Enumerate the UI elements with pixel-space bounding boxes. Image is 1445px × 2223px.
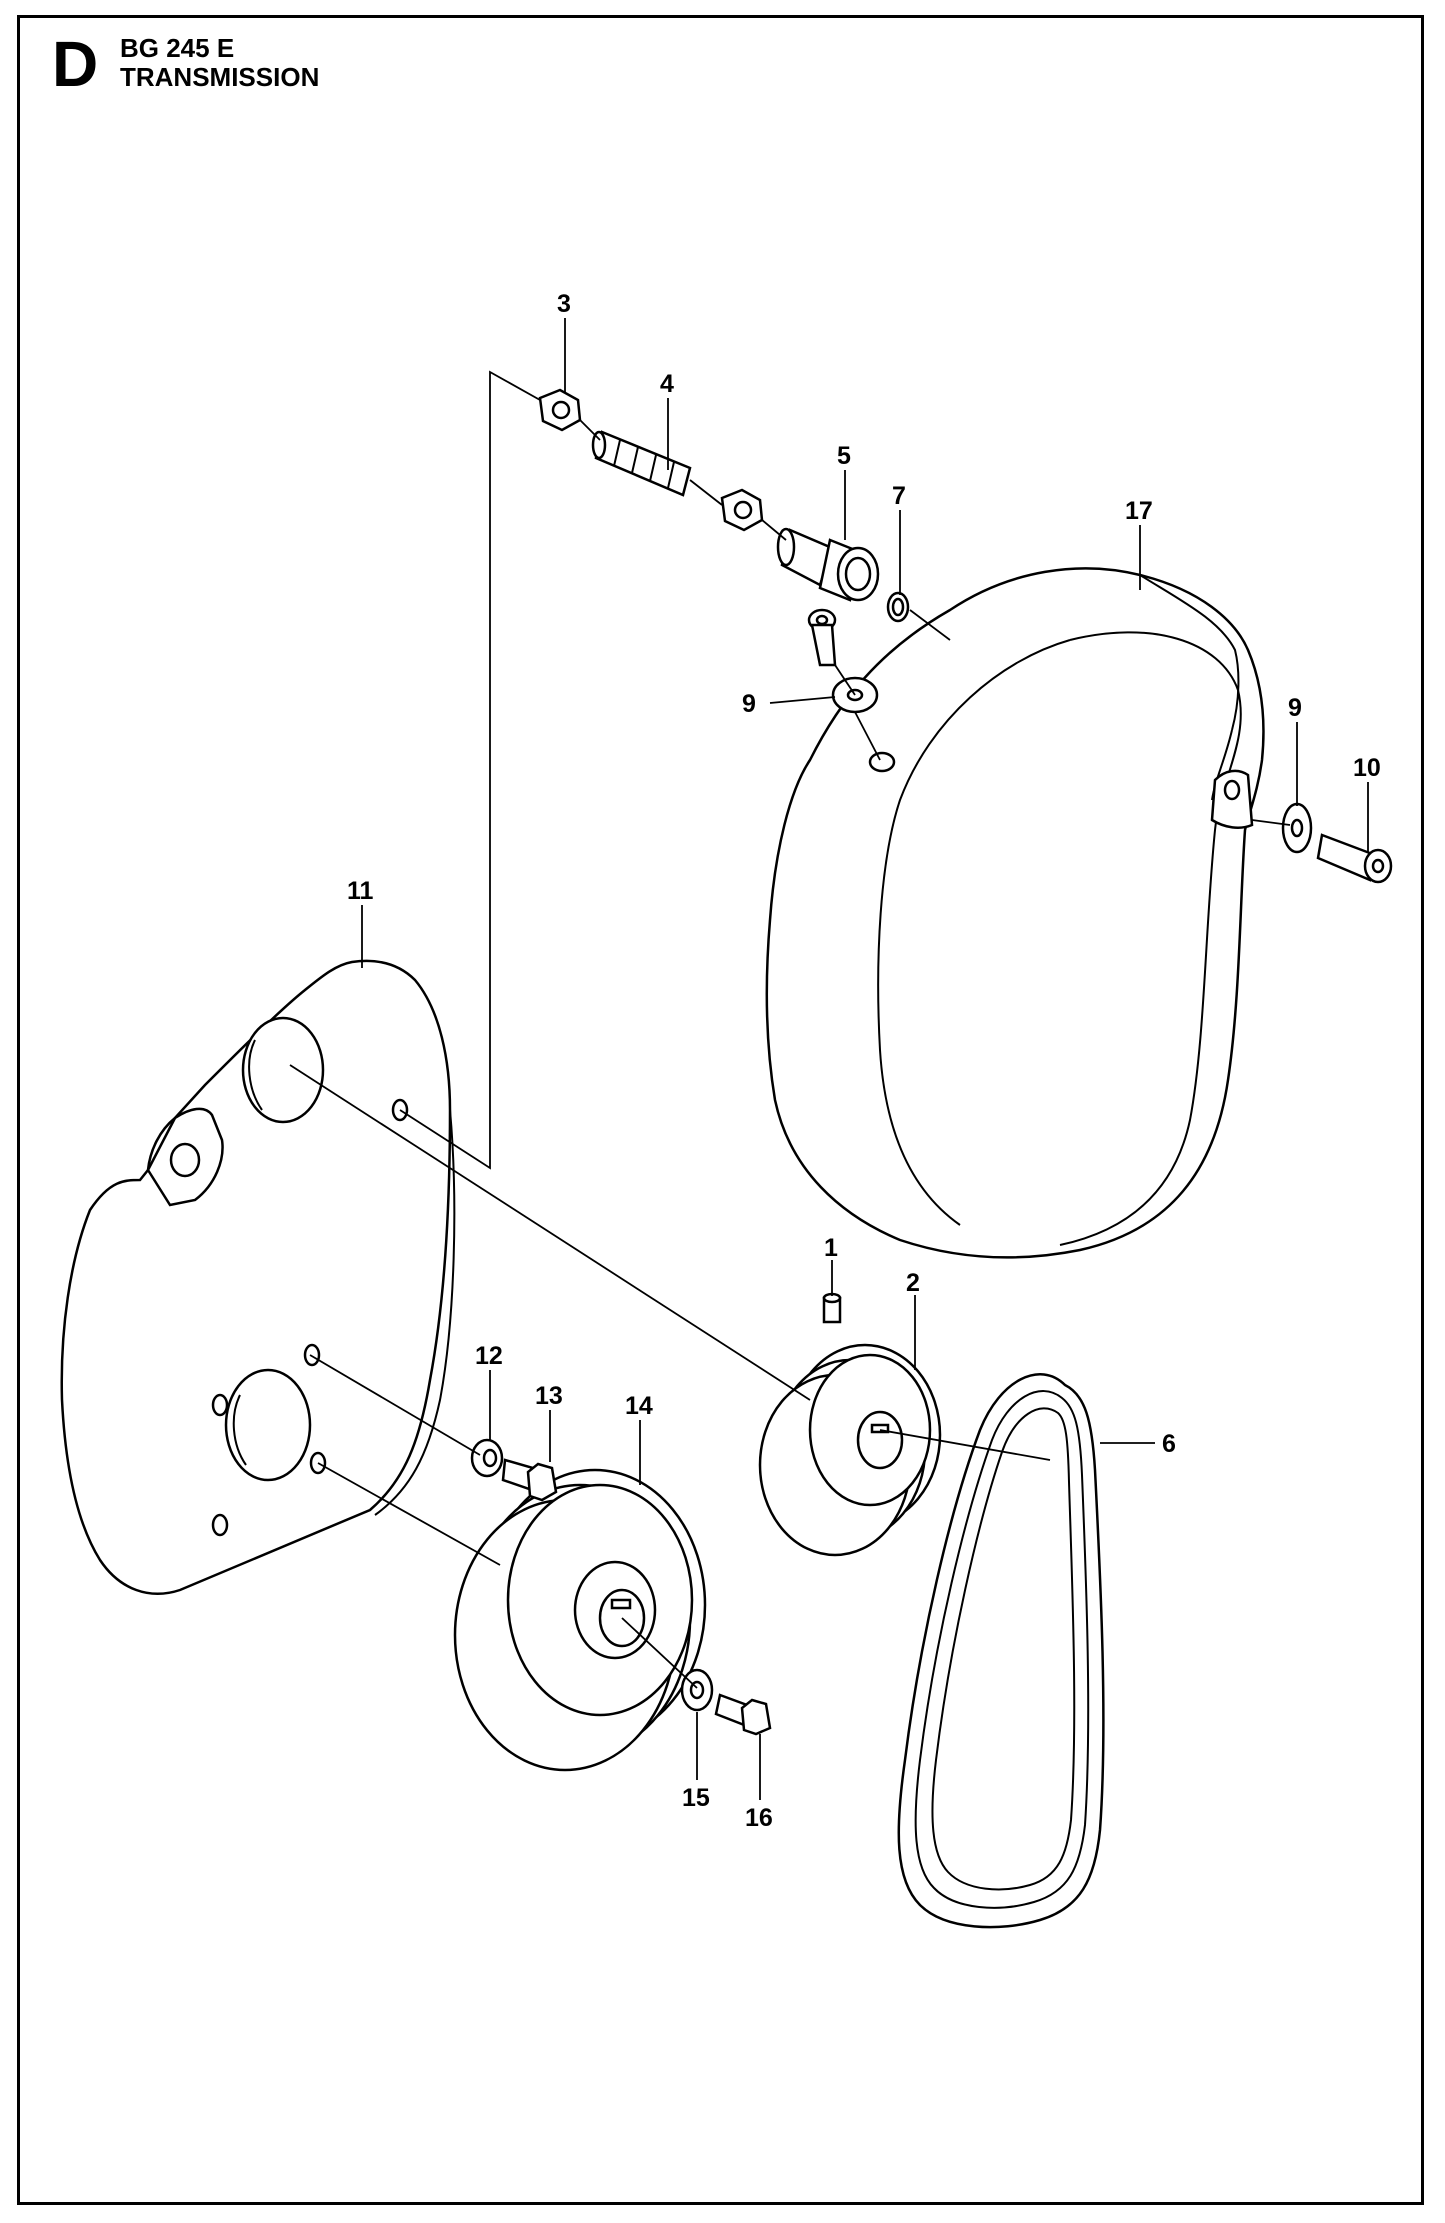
- callout-16: 16: [745, 1804, 773, 1832]
- callout-leaders: [361, 318, 1369, 1800]
- motor-pulley: [758, 1343, 942, 1557]
- washer-15: [680, 1668, 714, 1712]
- model-label: BG 245 E: [120, 33, 235, 63]
- washer-12: [470, 1438, 504, 1478]
- circlip-7: [886, 591, 910, 623]
- callout-17: 17: [1125, 497, 1153, 525]
- callout-12: 12: [475, 1342, 503, 1370]
- callout-14: 14: [625, 1392, 653, 1420]
- bolt-16: [714, 1693, 772, 1736]
- nut-3: [538, 388, 582, 432]
- callout-7: 7: [892, 482, 906, 510]
- drawing-frame: [17, 15, 1424, 2205]
- callout-4: 4: [660, 370, 674, 398]
- belt-guard-plate: [60, 959, 456, 1595]
- callout-13: 13: [535, 1382, 563, 1410]
- adjusting-screw-4: [591, 430, 692, 497]
- belt-guard-cover: [765, 567, 1265, 1259]
- sleeve-5: [776, 527, 880, 602]
- callout-11: 11: [347, 877, 374, 905]
- washer-9b: [1281, 802, 1313, 854]
- nut-4b: [720, 488, 764, 532]
- assembly-lines: [289, 370, 1291, 1689]
- callout-6: 6: [1162, 1430, 1176, 1458]
- callout-9b: 9: [1288, 694, 1302, 722]
- callout-3: 3: [557, 290, 571, 318]
- callout-10: 10: [1353, 754, 1381, 782]
- callout-9a: 9: [742, 690, 756, 718]
- callout-15: 15: [682, 1784, 710, 1812]
- section-letter: D: [52, 28, 99, 100]
- screw-9a: [807, 608, 837, 667]
- set-screw: [822, 1292, 842, 1324]
- callout-labels: 1 2 3 4 5 6 7 9 9 10 11 12 13 14 15 16 1…: [347, 290, 1381, 1832]
- driven-pulley: [453, 1468, 707, 1772]
- screw-10: [1316, 833, 1393, 884]
- v-belt: [897, 1373, 1105, 1929]
- callout-5: 5: [837, 442, 851, 470]
- bolt-13: [501, 1458, 558, 1502]
- callout-1: 1: [824, 1234, 838, 1262]
- section-title: TRANSMISSION: [120, 62, 320, 92]
- callout-2: 2: [906, 1269, 920, 1297]
